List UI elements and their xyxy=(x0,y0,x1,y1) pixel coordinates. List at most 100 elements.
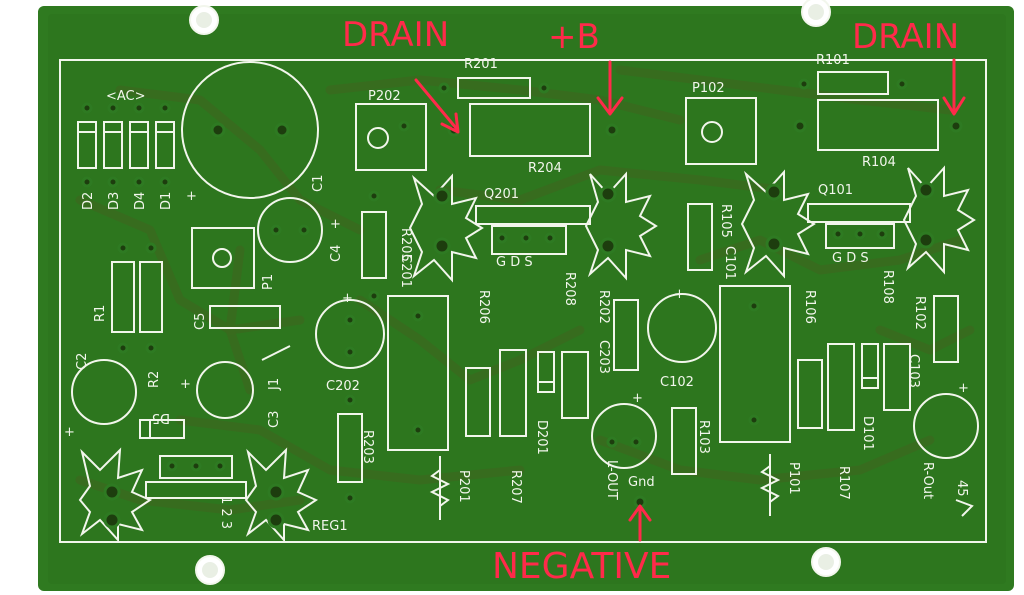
d4-label: D4 xyxy=(133,192,148,210)
p102-label: P102 xyxy=(692,81,725,96)
c2-plus: + xyxy=(64,425,75,440)
capacitor-c201 xyxy=(387,295,449,451)
capacitor-c202 xyxy=(315,299,385,369)
r108-label: R108 xyxy=(880,270,895,304)
resistor-r102 xyxy=(933,295,959,363)
p1-label: P1 xyxy=(261,274,276,290)
c202-label: C202 xyxy=(326,379,360,394)
annotation-drain-right: DRAIN xyxy=(852,17,959,57)
resistor-r106 xyxy=(797,359,823,429)
capacitor-c1 xyxy=(181,61,319,199)
l-out-label: L-OUT xyxy=(604,460,619,500)
annotation-negative: NEGATIVE xyxy=(492,546,671,587)
resistor-r201 xyxy=(457,77,531,99)
resistor-r107 xyxy=(827,343,855,431)
trimmer-p202 xyxy=(355,103,427,171)
q201-gds-label: G D S xyxy=(496,255,533,270)
capacitor-c5 xyxy=(209,305,281,329)
c202-plus: + xyxy=(342,291,353,306)
d1-label: D1 xyxy=(159,192,174,210)
mounting-holes xyxy=(189,0,841,585)
q201-label: Q201 xyxy=(484,187,519,202)
r105-label: R105 xyxy=(718,204,733,238)
p201-label: P201 xyxy=(456,470,471,503)
d101-label: D101 xyxy=(860,416,875,451)
d201-label: D201 xyxy=(534,420,549,455)
resistor-r1 xyxy=(111,261,135,333)
reg-pins-label: 1 2 3 xyxy=(218,496,233,529)
resistor-r205 xyxy=(361,211,387,279)
resistor-r108 xyxy=(883,343,911,411)
diode-d5 xyxy=(139,419,185,439)
r204-label: R204 xyxy=(528,161,562,176)
r102-label: R102 xyxy=(912,296,927,330)
r-out-label: R-Out xyxy=(920,462,935,499)
resistor-r208 xyxy=(561,351,589,419)
p202-label: P202 xyxy=(368,89,401,104)
jumper-j1 xyxy=(261,345,291,361)
resistor-r2 xyxy=(139,261,163,333)
c102-label: C102 xyxy=(660,375,694,390)
r107-label: R107 xyxy=(836,466,851,500)
c103-label: C103 xyxy=(906,354,921,388)
annotation-plus-b: +B xyxy=(548,17,600,57)
c4-plus: + xyxy=(330,217,341,232)
regulator-reg1 xyxy=(78,447,319,543)
pot-p101 xyxy=(759,454,781,516)
transistor-q101 xyxy=(740,165,976,279)
output-cap-right xyxy=(913,393,979,459)
diode-d101 xyxy=(861,343,879,389)
ac-label: <AC> xyxy=(106,89,146,104)
revision-mark xyxy=(955,499,974,517)
diode-d201 xyxy=(537,351,555,393)
reg1-label: REG1 xyxy=(312,519,348,534)
r203-label: R203 xyxy=(360,430,375,464)
c203-label: C203 xyxy=(596,340,611,374)
c3-plus: + xyxy=(180,377,191,392)
r2-label: R2 xyxy=(147,371,162,388)
capacitor-c2 xyxy=(71,359,137,425)
resistor-r104 xyxy=(817,99,939,151)
q101-gds-label: G D S xyxy=(832,251,869,266)
pot-p201 xyxy=(429,456,451,520)
c102-plus: + xyxy=(674,287,685,302)
gnd-label: Gnd xyxy=(628,475,655,490)
c201-label: C201 xyxy=(398,254,413,288)
r101-label: R101 xyxy=(816,53,850,68)
capacitor-c3 xyxy=(196,361,254,419)
lout-plus: + xyxy=(632,391,643,406)
c1-plus: + xyxy=(186,189,197,204)
capacitor-c101 xyxy=(719,285,791,443)
resistor-r202 xyxy=(613,299,639,371)
capacitor-c4 xyxy=(257,197,323,263)
resistor-r101 xyxy=(817,71,889,95)
c101-label: C101 xyxy=(722,246,737,280)
j1-label: J1 xyxy=(267,378,282,391)
r205-label: R205 xyxy=(398,228,413,262)
output-cap-left xyxy=(591,403,657,469)
copper-traces xyxy=(75,65,975,515)
c5-label: C5 xyxy=(193,313,208,330)
r201-label: R201 xyxy=(464,57,498,72)
board-outline xyxy=(59,59,987,543)
r103-label: R103 xyxy=(696,420,711,454)
resistor-r206 xyxy=(465,367,491,437)
resistor-r204 xyxy=(469,103,591,157)
q101-label: Q101 xyxy=(818,183,853,198)
capacitor-c102 xyxy=(647,293,717,363)
resistor-r203 xyxy=(337,413,363,483)
rout-plus: + xyxy=(958,381,969,396)
diode-bridge xyxy=(77,102,175,188)
c2-label: C2 xyxy=(75,353,90,370)
r206-label: R206 xyxy=(476,290,491,324)
c3-label: C3 xyxy=(267,411,282,428)
annotation-drain-left: DRAIN xyxy=(342,15,449,55)
transistor-q201 xyxy=(408,171,658,283)
c4-label: C4 xyxy=(329,245,344,262)
c1-label: C1 xyxy=(311,175,326,192)
trimmer-p102 xyxy=(685,97,757,165)
resistor-r207 xyxy=(499,349,527,437)
p101-label: P101 xyxy=(786,462,801,495)
r106-label: R106 xyxy=(802,290,817,324)
